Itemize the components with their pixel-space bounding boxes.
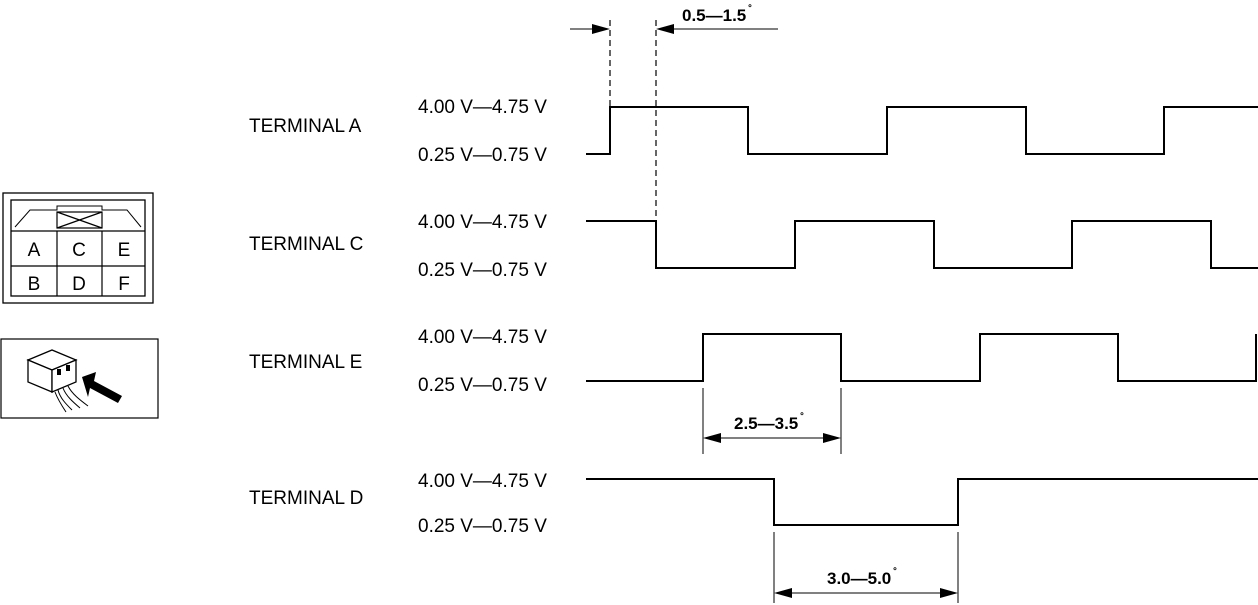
- dimension-label: 3.0—5.0˚: [827, 566, 897, 588]
- pin-label: F: [118, 274, 130, 295]
- terminal-c-waveform: [586, 220, 1258, 269]
- low-voltage-label: 0.25 V—0.75 V: [418, 260, 547, 281]
- dimension-e-high: 2.5—3.5˚: [702, 388, 842, 454]
- connector-body-icon: [26, 349, 89, 413]
- terminal-c-label: TERMINAL C: [249, 234, 363, 255]
- pin-label: E: [118, 240, 131, 261]
- terminal-a-waveform: [586, 106, 1258, 155]
- high-voltage-label: 4.00 V—4.75 V: [418, 471, 547, 492]
- terminal-e-label: TERMINAL E: [249, 352, 362, 373]
- low-voltage-label: 0.25 V—0.75 V: [418, 375, 547, 396]
- terminal-d-waveform: [586, 478, 1258, 526]
- high-voltage-label: 4.00 V—4.75 V: [418, 327, 547, 348]
- low-voltage-label: 0.25 V—0.75 V: [418, 145, 547, 166]
- connector-view-illustration: [0, 338, 159, 419]
- terminal-d-label: TERMINAL D: [249, 488, 363, 509]
- arrow-icon: [82, 372, 122, 403]
- dimension-label: 2.5—3.5˚: [734, 411, 804, 433]
- pin-label: B: [28, 274, 41, 295]
- dimension-a-to-c: 0.5—1.5˚: [570, 3, 778, 221]
- dimension-label: 0.5—1.5˚: [682, 3, 752, 25]
- pin-label: A: [28, 240, 41, 261]
- waveforms: [586, 106, 1258, 526]
- high-voltage-label: 4.00 V—4.75 V: [418, 97, 547, 118]
- pin-label: C: [72, 240, 86, 261]
- terminal-a-label: TERMINAL A: [249, 116, 362, 137]
- high-voltage-label: 4.00 V—4.75 V: [418, 212, 547, 233]
- connector-face: A C E B D F: [2, 192, 154, 304]
- pin-label: D: [72, 274, 86, 295]
- low-voltage-label: 0.25 V—0.75 V: [418, 516, 547, 537]
- terminal-e-waveform: [586, 333, 1257, 382]
- dimension-d-low: 3.0—5.0˚: [773, 532, 959, 603]
